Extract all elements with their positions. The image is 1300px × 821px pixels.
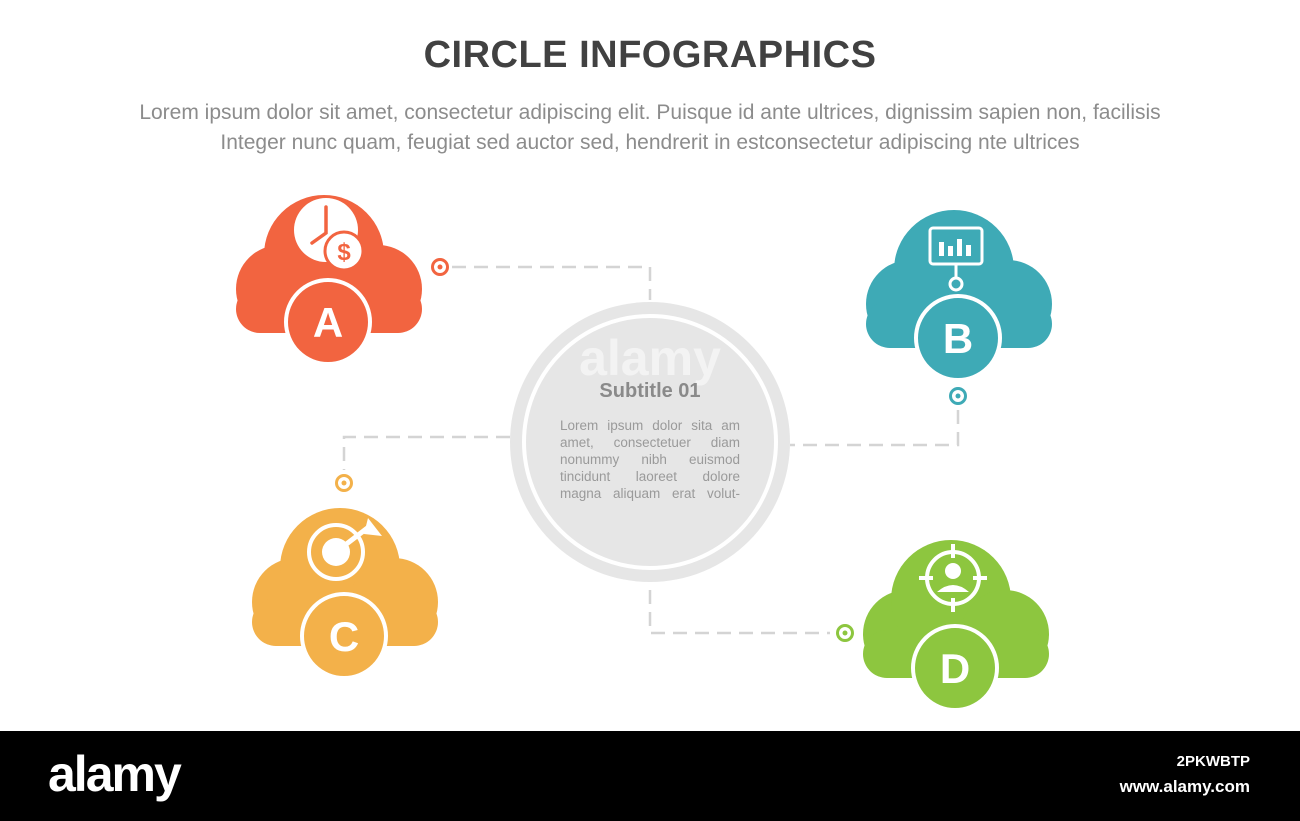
letter-d: D	[940, 645, 970, 692]
cloud-item-b: B	[866, 210, 1052, 382]
intro-line-2: Integer nunc quam, feugiat sed auctor se…	[220, 131, 1080, 154]
circle-diagram: alamy $ A B	[236, 195, 1052, 712]
center-body: Lorem ipsum dolor sita am amet, consecte…	[560, 418, 740, 501]
connector-d	[648, 590, 830, 635]
footer-logo: alamy	[48, 746, 182, 802]
center-circle: alamy	[510, 302, 790, 582]
letter-a: A	[313, 299, 343, 346]
footer-url: www.alamy.com	[1119, 777, 1250, 796]
letter-c: C	[329, 613, 359, 660]
chart-board-icon	[928, 226, 984, 292]
svg-text:$: $	[337, 239, 351, 266]
cloud-item-d: D	[863, 540, 1049, 712]
center-watermark: alamy	[579, 330, 721, 386]
connectors	[342, 265, 960, 635]
connector-b	[790, 410, 960, 447]
cloud-item-c: C	[252, 508, 438, 680]
letter-b: B	[943, 315, 973, 362]
footer-image-id: 2PKWBTP	[1176, 753, 1250, 770]
intro-line-1: Lorem ipsum dolor sit amet, consectetur …	[139, 101, 1161, 124]
connector-c	[342, 435, 510, 470]
center-text-block: Subtitle 01 Lorem ipsum dolor sita am am…	[560, 380, 740, 502]
node-a	[431, 258, 449, 276]
page-title: CIRCLE INFOGRAPHICS	[423, 34, 877, 76]
node-b	[949, 387, 967, 405]
user-target-icon	[919, 544, 987, 612]
node-c	[335, 474, 353, 492]
center-subtitle: Subtitle 01	[599, 380, 701, 402]
clock-dollar-icon: $	[294, 198, 365, 272]
intro-text: Lorem ipsum dolor sit amet, consectetur …	[0, 98, 1300, 158]
target-arrow-icon	[307, 518, 382, 581]
cloud-item-a: $ A	[236, 195, 422, 366]
footer-bar: alamy 2PKWBTP www.alamy.com	[0, 731, 1300, 821]
node-d	[836, 624, 854, 642]
connector-a	[452, 265, 652, 300]
